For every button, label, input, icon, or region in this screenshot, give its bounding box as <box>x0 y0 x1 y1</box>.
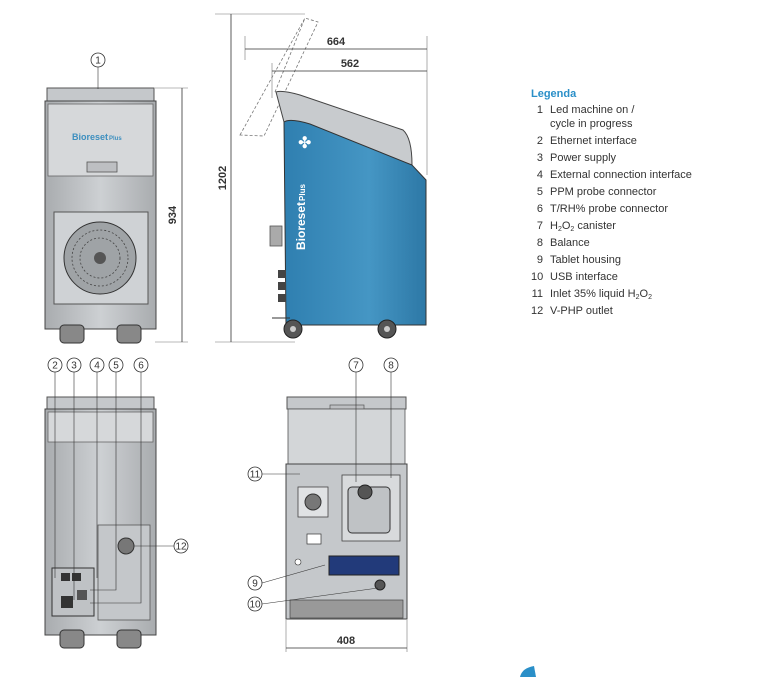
legend-item: 4 External connection interface <box>531 168 761 182</box>
dim-1202: 1202 <box>217 166 229 190</box>
callout-10: 10 <box>249 600 261 611</box>
dim-664: 664 <box>327 36 346 48</box>
legend-item: 1 Led machine on /cycle in progress <box>531 103 761 131</box>
back-view: 2 3 4 5 6 12 <box>44 357 189 649</box>
legend-text: Balance <box>550 237 590 249</box>
legend-item: 3 Power supply <box>531 151 761 165</box>
decorative-blue-shape <box>520 666 536 677</box>
legend-num: 2 <box>536 135 543 147</box>
legend-title: Legenda <box>531 88 577 100</box>
callout-11: 11 <box>250 470 261 481</box>
callout-4: 4 <box>94 361 100 372</box>
legend-num: 4 <box>536 169 543 181</box>
legend-text: H2O2 canister <box>550 220 616 233</box>
legend-item: 8 Balance <box>531 236 761 250</box>
legend-item: 9 Tablet housing <box>531 253 761 267</box>
legend-text: PPM probe connector <box>550 186 657 198</box>
legend-item: 2 Ethernet interface <box>531 134 761 148</box>
front-view: BioresetPlus 1 934 <box>44 52 188 344</box>
callout-3: 3 <box>71 361 77 372</box>
legend: Legenda 1 Led machine on /cycle in progr… <box>531 88 761 321</box>
legend-item: 5 PPM probe connector <box>531 185 761 199</box>
legend-text: Inlet 35% liquid H2O2 <box>550 288 652 301</box>
legend-text: T/RH% probe connector <box>550 203 668 215</box>
legend-text: Ethernet interface <box>550 135 637 147</box>
dim-408: 408 <box>337 635 355 647</box>
callout-9: 9 <box>252 579 258 590</box>
legend-text: Led machine on /cycle in progress <box>550 104 635 130</box>
front-brand-label: BioresetPlus <box>72 132 122 142</box>
callout-2: 2 <box>52 361 58 372</box>
callout-6: 6 <box>138 361 144 372</box>
legend-num: 3 <box>536 152 543 164</box>
legend-text: V-PHP outlet <box>550 305 613 317</box>
legend-num: 9 <box>536 254 543 266</box>
side-brand-label: BioresetPlus <box>294 184 308 250</box>
open-view: 7 8 11 9 10 408 <box>247 357 408 652</box>
legend-item: 12 V-PHP outlet <box>531 304 761 318</box>
legend-num: 5 <box>536 186 543 198</box>
legend-item: 6 T/RH% probe connector <box>531 202 761 216</box>
legend-num: 12 <box>531 305 544 317</box>
legend-num: 10 <box>531 271 544 283</box>
legend-num: 8 <box>536 237 543 249</box>
legend-text: USB interface <box>550 271 618 283</box>
legend-item: 7 H2O2 canister <box>531 219 761 233</box>
callout-7: 7 <box>353 361 359 372</box>
legend-text: Tablet housing <box>550 254 621 266</box>
legend-num: 11 <box>531 288 543 300</box>
legend-item: 11 Inlet 35% liquid H2O2 <box>531 287 761 301</box>
callout-5: 5 <box>113 361 119 372</box>
side-logo-icon: ✤ <box>298 133 311 152</box>
dim-934: 934 <box>167 205 179 224</box>
legend-num: 6 <box>536 203 543 215</box>
callout-12: 12 <box>175 542 187 553</box>
legend-num: 7 <box>536 220 543 232</box>
legend-item: 10 USB interface <box>531 270 761 284</box>
callout-1: 1 <box>95 56 101 67</box>
side-view: BioresetPlus ✤ 1202 664 562 <box>215 13 428 343</box>
legend-num: 1 <box>536 104 543 116</box>
legend-text: Power supply <box>550 152 617 164</box>
callout-8: 8 <box>388 361 394 372</box>
dim-562: 562 <box>341 58 359 70</box>
legend-text: External connection interface <box>550 169 692 181</box>
